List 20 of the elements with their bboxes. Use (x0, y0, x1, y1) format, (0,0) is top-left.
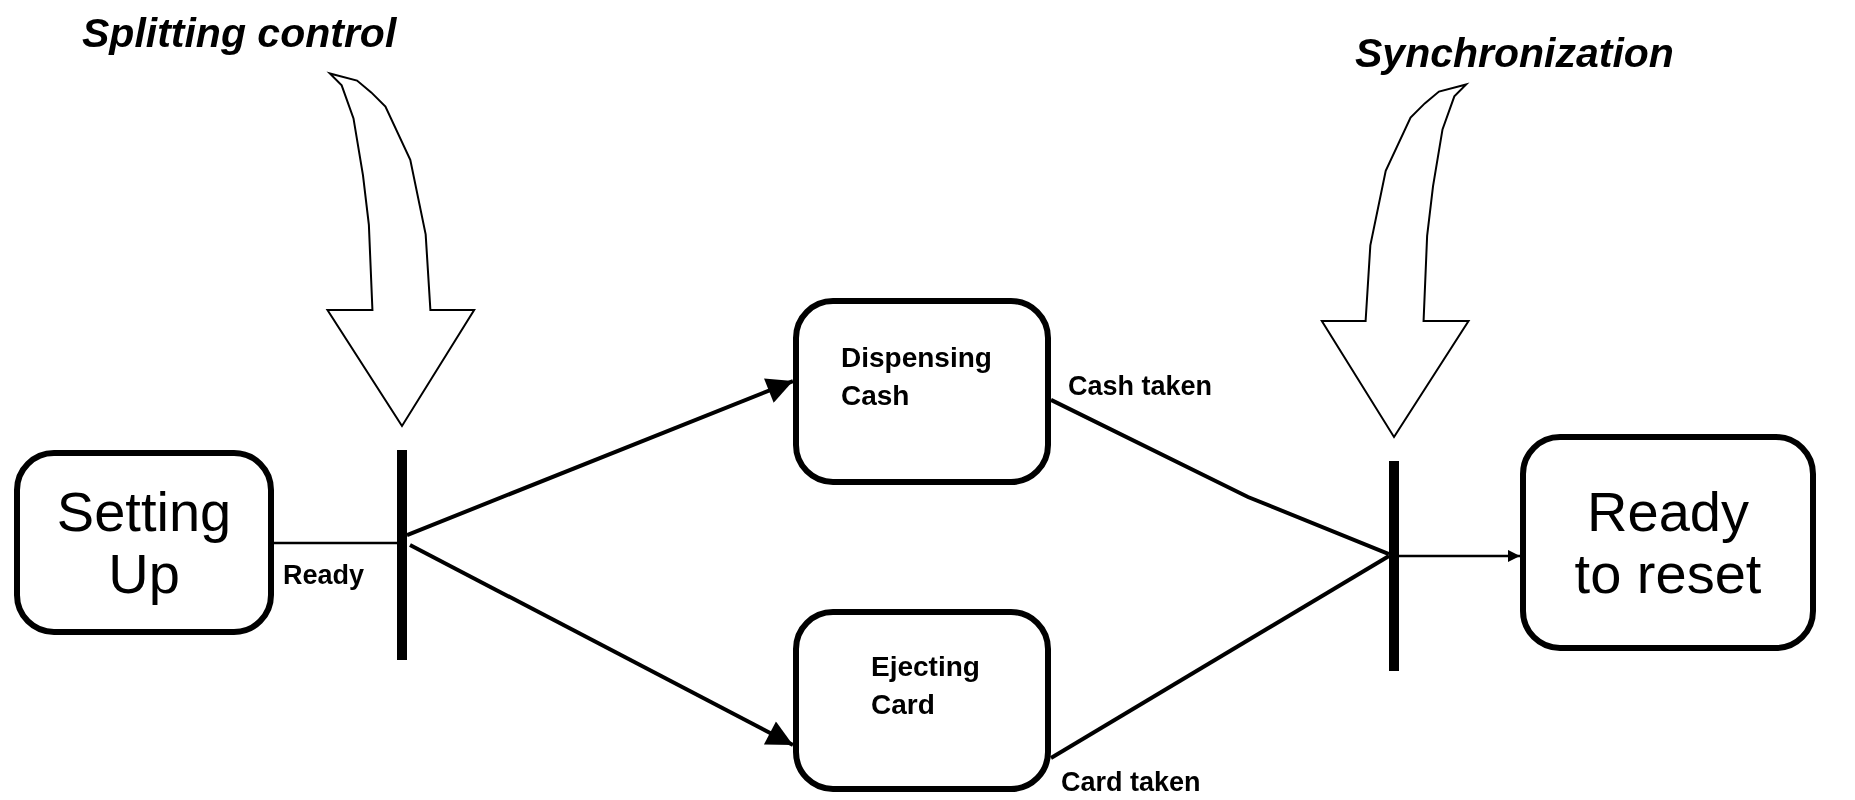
state-label: Ready to reset (1573, 480, 1763, 605)
state-box (793, 298, 1051, 485)
hollow-arrow (1320, 82, 1471, 439)
state-box (793, 609, 1051, 792)
arrow (1399, 549, 1520, 562)
state-label: Setting Up (55, 480, 233, 605)
state-box (14, 450, 274, 635)
annotation-text: Synchronization (1355, 26, 1850, 80)
sync-bar (1389, 461, 1399, 671)
state-label: Ejecting Card (871, 649, 981, 722)
state-label: Dispensing Cash (841, 340, 993, 413)
arrow (409, 543, 794, 747)
arrow (406, 378, 794, 537)
connector-line (274, 541, 397, 545)
sync-bar (397, 450, 407, 660)
connector-line (1050, 398, 1390, 556)
state-box (1520, 434, 1816, 651)
annotation-text: Splitting control (82, 6, 582, 60)
connector-line (1049, 554, 1391, 760)
hollow-arrow (325, 71, 476, 428)
